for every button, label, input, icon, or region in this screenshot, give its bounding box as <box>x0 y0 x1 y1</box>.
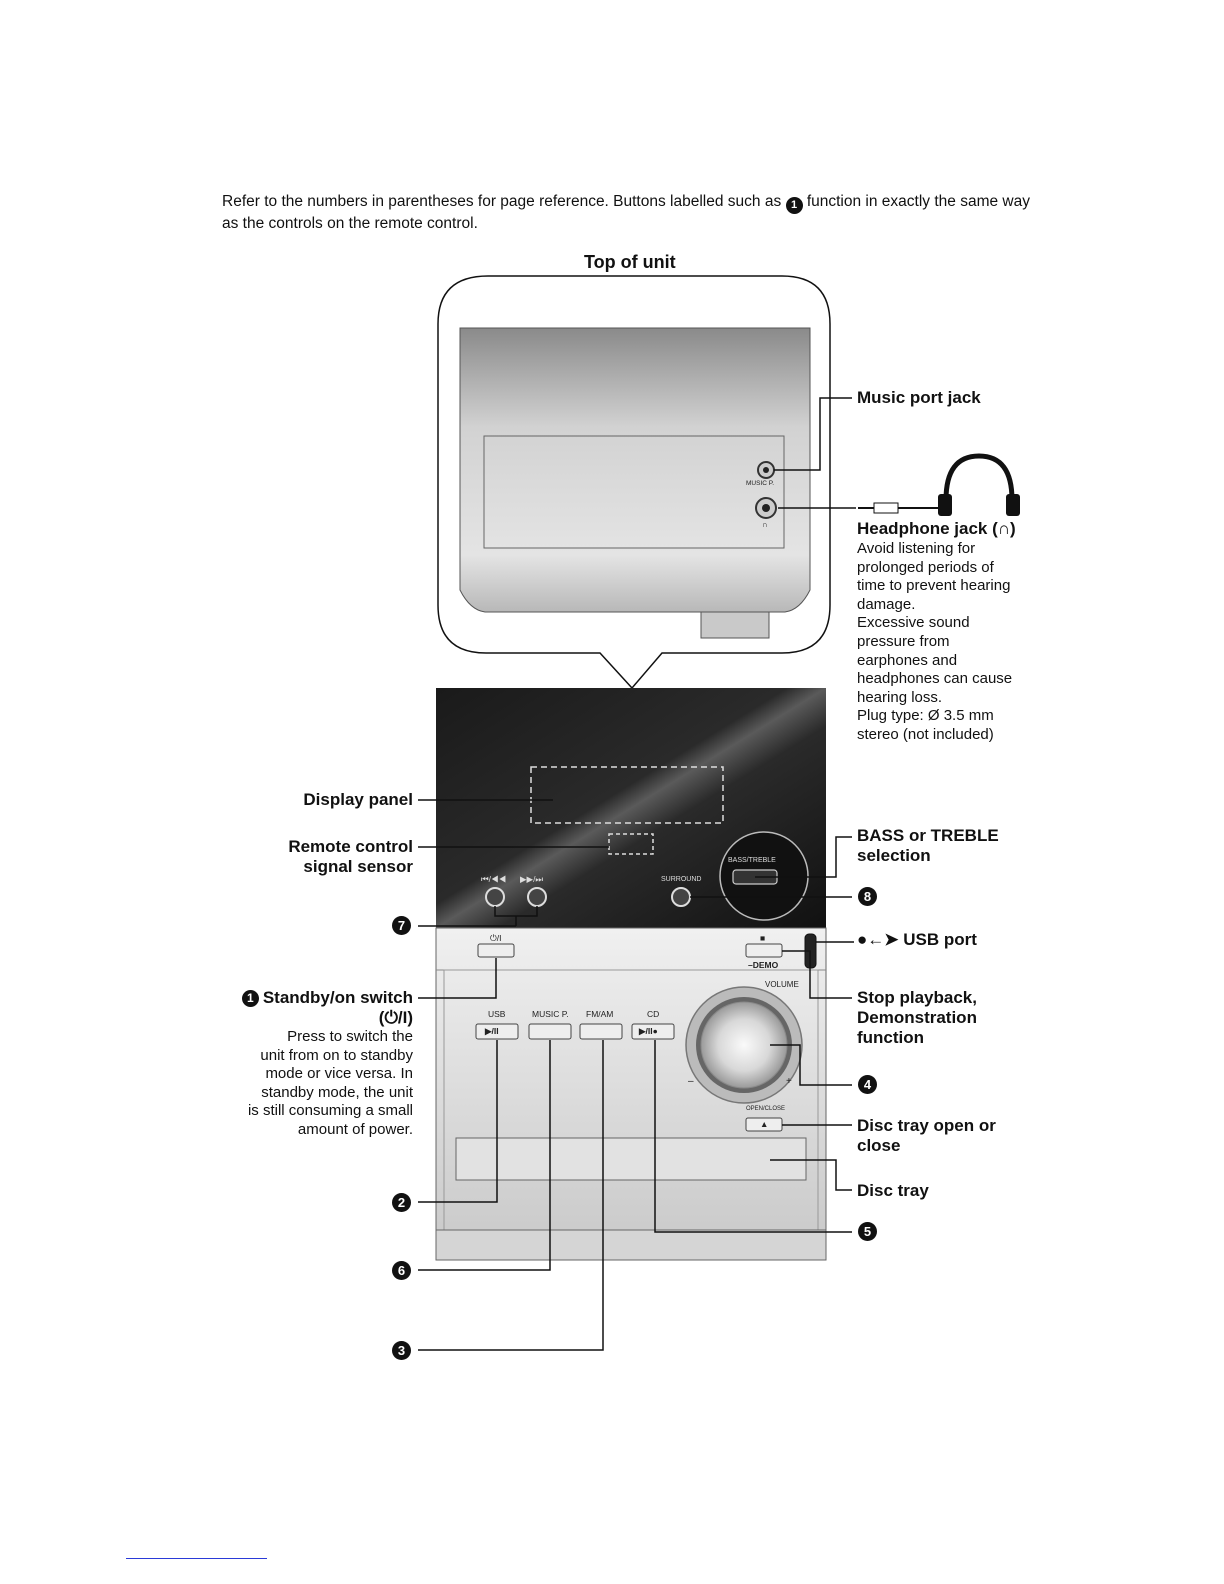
stop-label: ■ <box>760 933 766 943</box>
top-unit-body <box>459 327 811 613</box>
cd-play-symbol: ▶/II● <box>639 1026 658 1036</box>
callout-badge-5: 5 <box>858 1222 877 1241</box>
number-badge: 1 <box>785 197 803 214</box>
skip-forward-label: ▶▶/⏭ <box>520 874 544 884</box>
volume-plus-label: + <box>786 1076 792 1087</box>
intro-text-after: function in exactly the same way as the … <box>222 193 1030 232</box>
intro-paragraph: Refer to the numbers in parentheses for … <box>222 192 1032 233</box>
disc-tray <box>455 1137 807 1181</box>
headphones-icon <box>858 453 1020 516</box>
usb-play-symbol: ▶/II <box>485 1026 499 1036</box>
stop-button <box>745 943 783 958</box>
intro-text-before: Refer to the numbers in parentheses for … <box>222 193 782 210</box>
callout-badge-7: 7 <box>392 916 411 935</box>
callout-badge-8: 8 <box>858 887 877 906</box>
callout-badge-6: 6 <box>392 1261 411 1280</box>
power-button <box>477 943 515 958</box>
skip-back-button <box>485 887 505 907</box>
open-close-label: OPEN/CLOSE <box>746 1106 786 1112</box>
usb-icon: ●←➤ <box>857 930 899 949</box>
standby-note: Press to switch the unit from on to stan… <box>247 1028 413 1138</box>
fm-am-label: FM/AM <box>586 1009 614 1019</box>
music-port-jack-label: Music port jack <box>857 388 981 407</box>
power-label: ⏻/I <box>490 933 502 943</box>
volume-minus-label: – <box>688 1076 694 1087</box>
headphone-note: Avoid listening for prolonged periods of… <box>857 540 1013 743</box>
usb-label: USB <box>488 1009 506 1019</box>
eject-symbol: ▲ <box>760 1119 769 1129</box>
callout-badge-4: 4 <box>858 1075 877 1094</box>
fm-am-button <box>579 1023 623 1040</box>
demo-label: –DEMO <box>748 960 779 970</box>
top-headphone-label: ∩ <box>762 520 768 529</box>
top-music-p-label: MUSIC P. <box>746 480 775 487</box>
callout-badge-3: 3 <box>392 1341 411 1360</box>
bass-treble-label-callout: BASS or TREBLE selection <box>857 826 999 865</box>
display-panel-label: Display panel <box>303 790 413 809</box>
cd-label: CD <box>647 1009 660 1019</box>
disc-tray-label: Disc tray <box>857 1181 929 1200</box>
surround-label: SURROUND <box>661 876 702 883</box>
display-panel-area <box>530 766 724 824</box>
skip-forward-button <box>527 887 547 907</box>
bass-treble-label: BASS/TREBLE <box>728 857 776 864</box>
remote-sensor-area <box>608 833 654 855</box>
volume-label: VOLUME <box>765 980 799 989</box>
usb-port-label: ●←➤ USB port <box>857 930 977 949</box>
callout-badge-1: 1 <box>241 990 259 1007</box>
music-p-button <box>528 1023 572 1040</box>
disc-tray-open-label: Disc tray open or close <box>857 1116 996 1155</box>
music-p-label: MUSIC P. <box>532 1009 569 1019</box>
stop-playback-label: Stop playback, Demonstration function <box>857 988 977 1047</box>
skip-back-label: ⏮/◀◀ <box>481 874 507 884</box>
top-unit-foot <box>700 611 770 639</box>
standby-symbol: (⏻/I) <box>378 1008 413 1027</box>
surround-button <box>671 887 691 907</box>
callout-badge-2: 2 <box>392 1193 411 1212</box>
headphone-jack-label: Headphone jack (∩) <box>857 519 1016 538</box>
cd-play-button <box>631 1023 675 1040</box>
footer-rule <box>126 1558 267 1559</box>
usb-play-button <box>475 1023 519 1040</box>
top-of-unit-title: Top of unit <box>584 252 676 272</box>
remote-sensor-label: Remote control signal sensor <box>288 837 413 876</box>
